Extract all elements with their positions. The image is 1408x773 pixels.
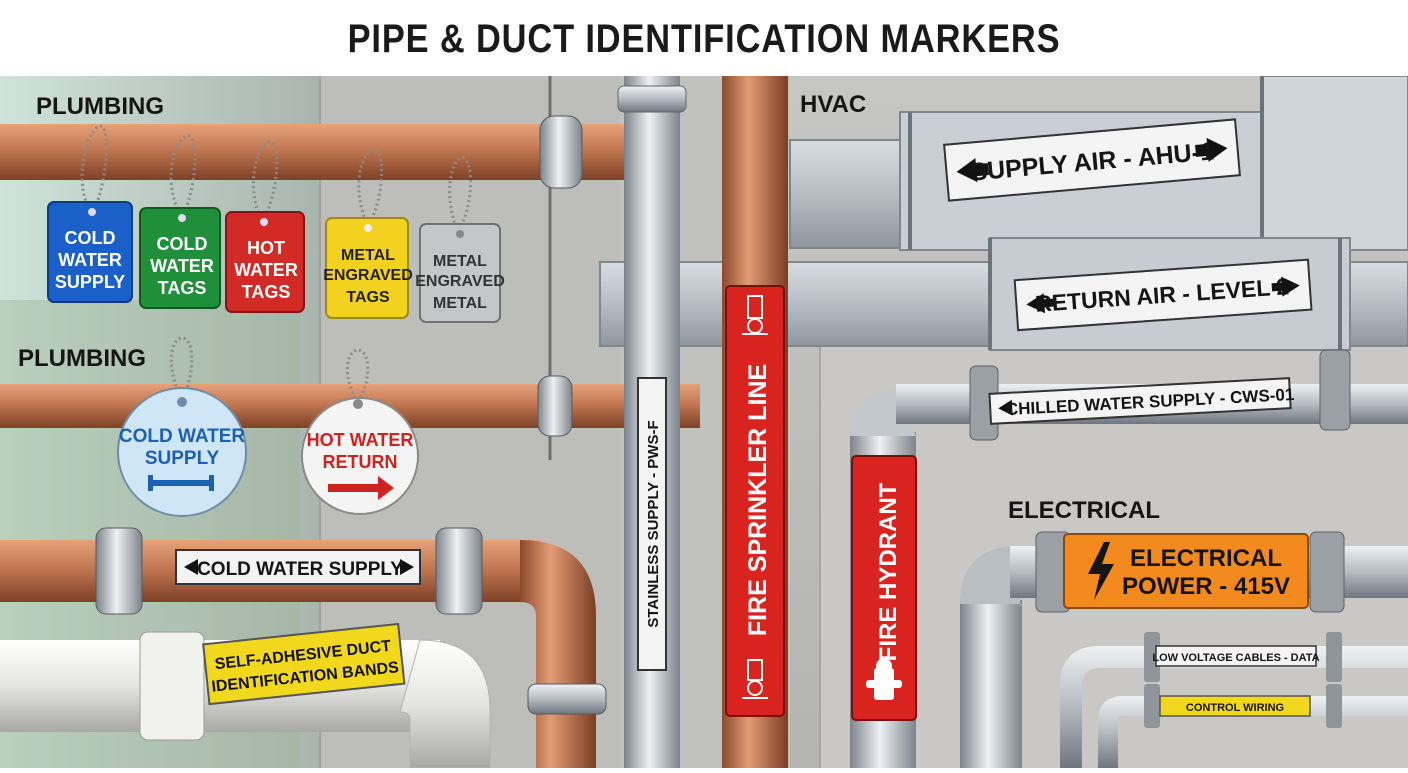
section-electrical: ELECTRICAL [1008,497,1160,524]
tag-text: TAGS [242,282,291,302]
square-tag-3: HOT WATER TAGS [225,211,305,313]
arrow-left-icon [184,559,198,575]
tag-text: SUPPLY [145,448,220,469]
square-tag-5: METAL ENGRAVED METAL [415,223,505,323]
tag-text: COLD [157,234,208,254]
tag-text: WATER [234,260,298,280]
red-arrow-icon [328,476,394,500]
tag-text: HOT [247,238,285,258]
round-tag-cold-water: COLD WATER SUPPLY [117,387,247,517]
fire-sprinkler-label: FIRE SPRINKLER LINE [725,285,785,717]
stainless-label: STAINLESS SUPPLY - PWS-F [637,377,667,671]
label-text: STAINLESS SUPPLY - PWS-F [645,420,662,627]
label-text: COLD WATER SUPPLY [197,559,403,580]
square-tag-1: COLD WATER SUPPLY [47,201,133,303]
arrow-left-icon [998,399,1013,416]
clamp [539,115,583,189]
bead-chains [80,124,472,403]
illustration: PLUMBING PLUMBING HVAC ELECTRICAL COLD W… [0,75,1408,769]
label-text: POWER - 415V [1122,573,1290,600]
copper-pipe-top [0,124,630,180]
label-text: ELECTRICAL [1130,545,1282,572]
section-plumbing-top: PLUMBING [36,93,164,120]
arrow-right-icon [1195,137,1228,162]
arrow-left-icon [956,158,989,183]
tag-text: TAGS [158,278,207,298]
section-plumbing-mid: PLUMBING [18,345,146,372]
tag-text: HOT WATER [307,430,414,450]
section-hvac: HVAC [800,91,866,118]
label-text: FIRE HYDRANT [875,482,902,661]
tag-text: COLD WATER [119,426,246,447]
label-text: FIRE SPRINKLER LINE [744,364,772,636]
supply-air-label: SUPPLY AIR - AHU-1 [943,118,1241,202]
tag-text: ENGRAVED [415,273,505,290]
page-title: PIPE & DUCT IDENTIFICATION MARKERS [347,17,1061,61]
chilled-water-label: CHILLED WATER SUPPLY - CWS-01 [988,377,1295,425]
scene-svg: PLUMBING PLUMBING HVAC ELECTRICAL COLD W… [0,75,1408,769]
title-bar: PIPE & DUCT IDENTIFICATION MARKERS [0,0,1408,76]
control-wiring-label: CONTROL WIRING [1159,695,1311,717]
tag-text: METAL [433,295,487,312]
electrical-power-label: ELECTRICAL POWER - 415V [1063,533,1309,609]
tag-text: TAGS [346,289,390,306]
square-tag-2: COLD WATER TAGS [139,207,221,309]
label-text: CONTROL WIRING [1186,702,1284,714]
sprinkler-head-icon [742,295,768,335]
duct-bands-label: SELF-ADHESIVE DUCT IDENTIFICATION BANDS [202,622,406,706]
tag-text: WATER [58,250,122,270]
arrow-right-icon [1271,276,1300,297]
tag-text: RETURN [323,452,398,472]
tag-text: COLD [65,228,116,248]
lightning-bolt-icon [1088,542,1114,600]
arrow-right-icon [400,559,414,575]
fire-hydrant-icon [866,658,902,700]
fire-hydrant-label: FIRE HYDRANT [851,455,917,721]
cold-water-supply-label: COLD WATER SUPPLY [175,549,421,585]
tag-text: WATER [150,256,214,276]
tag-text: METAL [341,247,395,264]
return-air-label: RETURN AIR - LEVEL 2 [1013,258,1313,332]
sprinkler-head-icon [742,659,768,699]
label-text: LOW VOLTAGE CABLES - DATA [1152,652,1319,664]
arrow-left-icon [1026,293,1055,314]
low-voltage-label: LOW VOLTAGE CABLES - DATA [1152,645,1320,667]
tag-text: ENGRAVED [323,267,413,284]
tag-text: SUPPLY [55,272,125,292]
round-tag-hot-water: HOT WATER RETURN [301,397,419,515]
square-tag-4: METAL ENGRAVED TAGS [323,217,413,319]
blue-flow-icon [148,475,214,491]
tag-text: METAL [433,253,487,270]
